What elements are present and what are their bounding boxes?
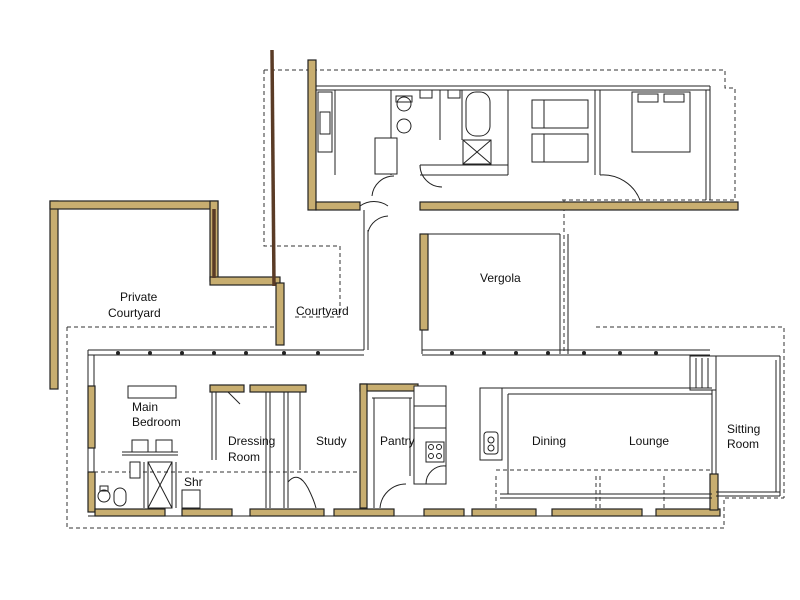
room-labels: Private Courtyard Courtyard Vergola Main… bbox=[108, 271, 760, 489]
label-main-bedroom-1: Main bbox=[132, 400, 158, 414]
label-dressing-room-1: Dressing bbox=[228, 434, 275, 448]
south-wing bbox=[87, 349, 781, 517]
label-vergola: Vergola bbox=[480, 271, 521, 285]
label-private-courtyard-1: Private bbox=[120, 290, 158, 304]
label-dining: Dining bbox=[532, 434, 566, 448]
label-lounge: Lounge bbox=[629, 434, 669, 448]
south-interior bbox=[94, 383, 712, 509]
label-private-courtyard-2: Courtyard bbox=[108, 306, 161, 320]
central-link bbox=[363, 210, 569, 354]
label-main-bedroom-2: Bedroom bbox=[132, 415, 181, 429]
eave-outlines bbox=[66, 69, 785, 529]
label-sitting-room-1: Sitting bbox=[727, 422, 760, 436]
label-sitting-room-2: Room bbox=[727, 437, 759, 451]
label-courtyard: Courtyard bbox=[296, 304, 349, 318]
label-shower: Shr bbox=[184, 475, 203, 489]
label-pantry: Pantry bbox=[380, 434, 415, 448]
label-study: Study bbox=[316, 434, 347, 448]
label-dressing-room-2: Room bbox=[228, 450, 260, 464]
north-wing bbox=[307, 59, 739, 211]
private-courtyard-wall bbox=[49, 49, 285, 390]
